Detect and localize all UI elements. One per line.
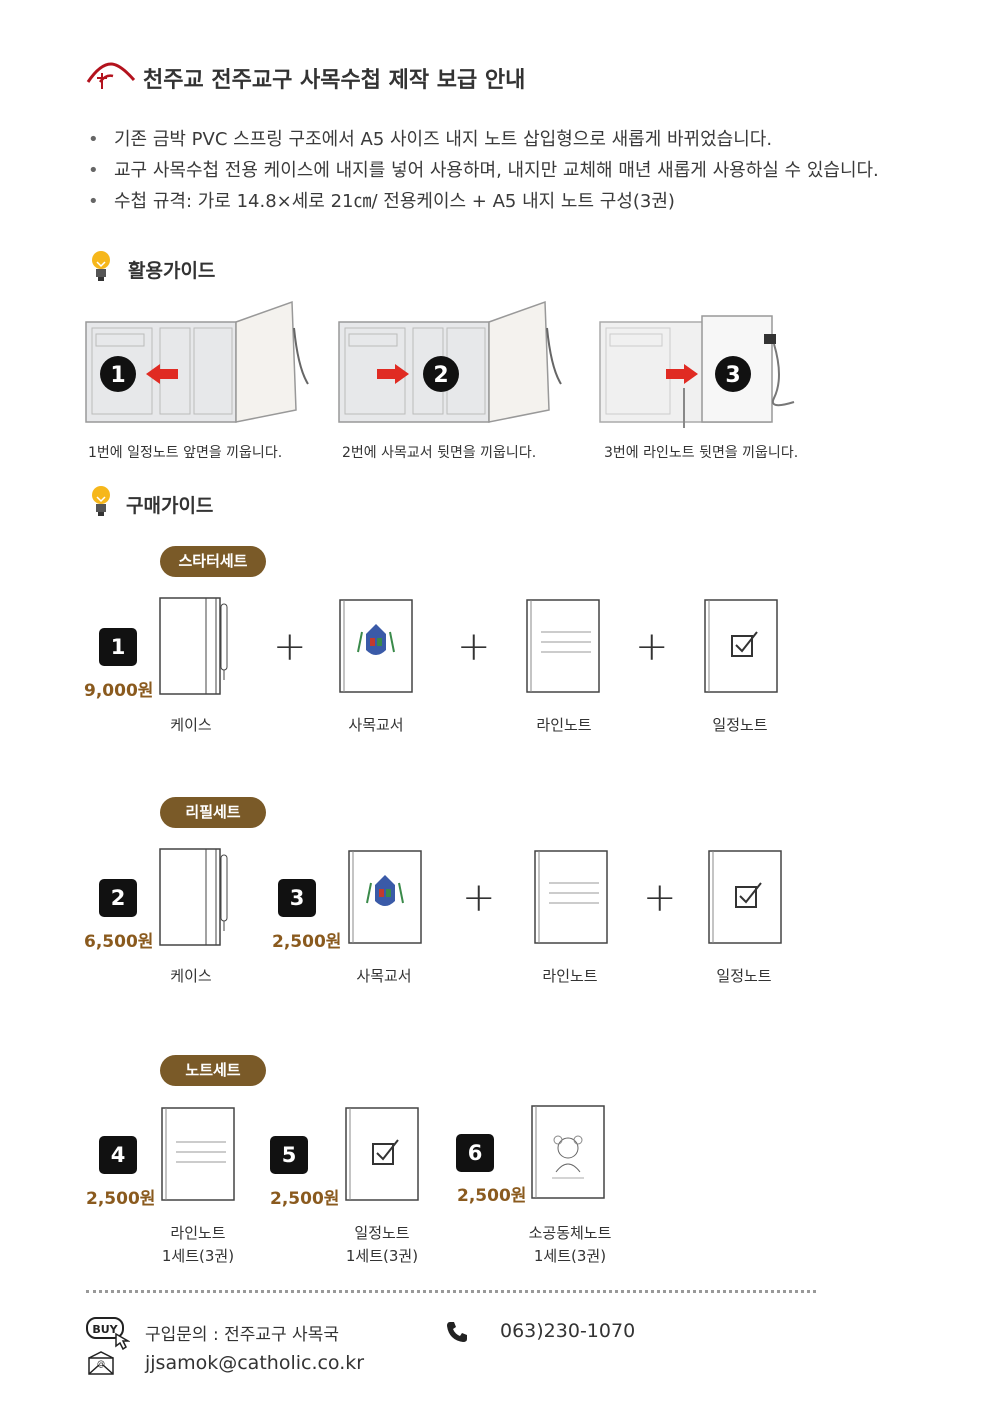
buy-icon: BUY [86,1317,130,1350]
item-number-badge: 1 [99,628,137,666]
schedule-note-set-price: 2,500원 [270,1189,340,1209]
info-item: 교구 사목수첩 전용 케이스에 내지를 넣어 사용하며, 내지만 교체해 매년 … [88,155,879,186]
item-number-badge: 6 [456,1134,494,1172]
step-3-caption: 3번에 라인노트 뒷면을 끼웁니다. [604,445,799,461]
item-number-badge: 4 [99,1136,137,1174]
pastoral-letter-book-illustration [339,599,413,693]
pastoral-letter-book-illustration [348,850,422,944]
arrow-right-icon [377,364,409,384]
item-number-badge: 3 [278,879,316,917]
purchase-guide-title: 구매가이드 [126,495,214,517]
inquiry-text: 구입문의 : 전주교구 사목국 [145,1325,339,1345]
schedule-note-set-sub: 1세트(3권) [345,1247,419,1265]
schedule-note-illustration [708,850,782,944]
starter-set-badge: 스타터세트 [160,546,266,577]
step-3-illustration: 3 [599,315,795,428]
case-label: 케이스 [170,967,212,985]
page-title: 천주교 전주교구 사목수첩 제작 보급 안내 [143,68,526,93]
phone-icon [447,1322,467,1342]
line-note-label: 라인노트 [536,716,592,734]
step-1-caption: 1번에 일정노트 앞면을 끼웁니다. [88,445,283,461]
info-list: 기존 금박 PVC 스프링 구조에서 A5 사이즈 내지 노트 삽입형으로 새롭… [88,124,879,217]
case-illustration [159,597,228,695]
phone-number: 063)230-1070 [500,1320,636,1342]
arrow-left-icon [146,364,178,384]
item-number-badge: 5 [270,1136,308,1174]
plus-sign: + [273,624,307,670]
lightbulb-icon [92,251,110,281]
refill-set-badge: 리필세트 [160,797,266,828]
community-note-set-sub: 1세트(3권) [533,1247,607,1265]
schedule-note-label: 일정노트 [716,967,772,985]
info-item: 기존 금박 PVC 스프링 구조에서 A5 사이즈 내지 노트 삽입형으로 새롭… [88,124,879,155]
line-note-illustration [526,599,600,693]
step-2-caption: 2번에 사목교서 뒷면을 끼웁니다. [342,445,537,461]
item-number-badge: 2 [99,879,137,917]
line-note-illustration [161,1107,235,1201]
plus-sign: + [462,875,496,921]
step-1-illustration: 1 [85,300,309,423]
email-icon: @ [88,1351,114,1375]
info-item: 수첩 규격: 가로 14.8×세로 21㎝/ 전용케이스 + A5 내지 노트 … [88,186,879,217]
plus-sign: + [457,624,491,670]
line-note-set-label: 라인노트 [170,1224,226,1242]
buy-text: BUY [92,1323,118,1336]
email-address: jjsamok@catholic.co.kr [145,1352,365,1374]
schedule-note-label: 일정노트 [712,716,768,734]
case-illustration [159,848,228,946]
case-label: 케이스 [170,716,212,734]
diocese-logo-icon [86,62,136,89]
schedule-note-illustration [345,1107,419,1201]
svg-text:@: @ [97,1359,105,1368]
dotted-divider [86,1290,816,1293]
schedule-note-illustration [704,599,778,693]
community-note-set-label: 소공동체노트 [528,1224,612,1242]
note-set-badge: 노트세트 [160,1055,266,1086]
step-1-number: 1 [110,363,125,388]
usage-guide-title: 활용가이드 [128,260,216,282]
pastoral-letter-label: 사목교서 [348,716,404,734]
plus-sign: + [643,875,677,921]
starter-price: 9,000원 [84,681,154,701]
pastoral-letter-label: 사목교서 [356,967,412,985]
plus-sign: + [635,624,669,670]
schedule-note-set-label: 일정노트 [354,1224,410,1242]
arrow-right-icon [666,364,698,384]
line-note-set-sub: 1세트(3권) [161,1247,235,1265]
community-note-set-price: 2,500원 [457,1186,527,1206]
line-note-illustration [534,850,608,944]
step-2-illustration: 2 [338,300,562,423]
community-note-illustration [531,1105,605,1199]
step-2-number: 2 [433,363,448,388]
pastoral-letter-price: 2,500원 [272,932,342,952]
line-note-label: 라인노트 [542,967,598,985]
step-3-number: 3 [725,363,740,388]
case-price: 6,500원 [84,932,154,952]
lightbulb-icon [92,486,110,516]
line-note-set-price: 2,500원 [86,1189,156,1209]
